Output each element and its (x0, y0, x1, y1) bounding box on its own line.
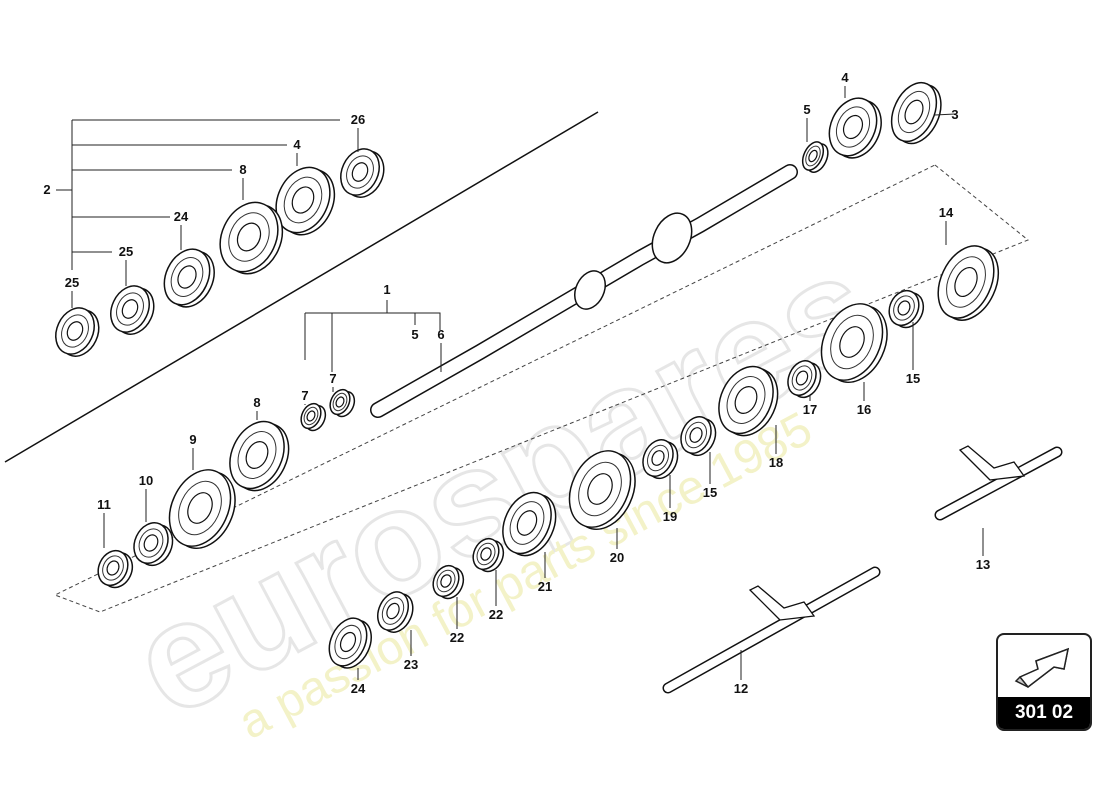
bearing-8[interactable] (220, 413, 299, 500)
callout-14[interactable]: 14 (939, 205, 954, 220)
callout-17[interactable]: 17 (803, 402, 817, 417)
callout-21[interactable]: 21 (538, 579, 552, 594)
callout-26[interactable]: 26 (351, 112, 365, 127)
callout-5[interactable]: 5 (411, 327, 418, 342)
callout-8[interactable]: 8 (253, 395, 260, 410)
seal-25[interactable] (49, 302, 106, 363)
shift-rod-13[interactable] (934, 445, 1063, 521)
bearing-26[interactable] (334, 143, 391, 204)
bushing-15[interactable] (884, 286, 929, 333)
kit-bracket (56, 119, 441, 372)
ring-22[interactable] (428, 561, 468, 602)
callout-23[interactable]: 23 (404, 657, 418, 672)
bearing-24[interactable] (322, 612, 378, 674)
callout-15[interactable]: 15 (906, 371, 920, 386)
bearing-24[interactable] (156, 242, 223, 314)
callout-15[interactable]: 15 (703, 485, 717, 500)
gear-21[interactable] (494, 485, 565, 564)
callout-12[interactable]: 12 (734, 681, 748, 696)
callout-10[interactable]: 10 (139, 473, 153, 488)
bushing-10[interactable] (128, 517, 179, 571)
gear-20[interactable] (558, 441, 647, 539)
callout-16[interactable]: 16 (857, 402, 871, 417)
bearing-4[interactable] (266, 159, 345, 244)
callout-13[interactable]: 13 (976, 557, 990, 572)
callout-11[interactable]: 11 (97, 497, 111, 512)
bushing-11[interactable] (93, 546, 138, 593)
ring-22[interactable] (468, 534, 508, 575)
washer-7[interactable] (297, 400, 329, 433)
shift-rod-12[interactable] (662, 566, 881, 694)
callout-2[interactable]: 2 (43, 182, 50, 197)
arrow-icon (1014, 647, 1070, 689)
bearing-18[interactable] (709, 358, 788, 445)
callout-4[interactable]: 4 (293, 137, 301, 152)
bushing-19[interactable] (637, 435, 683, 483)
main-shaft[interactable] (370, 164, 798, 418)
callout-7[interactable]: 7 (329, 371, 336, 386)
callout-1[interactable]: 1 (383, 282, 390, 297)
gear-9[interactable] (158, 460, 247, 558)
callout-18[interactable]: 18 (769, 455, 783, 470)
washer-7[interactable] (326, 386, 358, 419)
ring-3[interactable] (883, 75, 950, 150)
callout-22[interactable]: 22 (489, 607, 503, 622)
assembly-outline (53, 164, 1029, 613)
callout-8[interactable]: 8 (239, 162, 246, 177)
page-reference-number: 301 02 (998, 697, 1090, 729)
callout-3[interactable]: 3 (951, 107, 958, 122)
callout-20[interactable]: 20 (610, 550, 624, 565)
callout-9[interactable]: 9 (189, 432, 196, 447)
ring-5[interactable] (799, 139, 833, 176)
callout-25[interactable]: 25 (65, 275, 79, 290)
divider-line (4, 111, 599, 463)
callout-19[interactable]: 19 (663, 509, 677, 524)
bearing-8[interactable] (209, 193, 293, 283)
sleeve-23[interactable] (372, 587, 419, 637)
callout-6[interactable]: 6 (437, 327, 444, 342)
leader-line (934, 113, 956, 116)
callout-24[interactable]: 24 (174, 209, 189, 224)
bearing-4[interactable] (820, 91, 890, 166)
bushing-15[interactable] (675, 412, 721, 460)
gear-14[interactable] (927, 237, 1009, 329)
seal-25[interactable] (104, 280, 161, 341)
callout-25[interactable]: 25 (119, 244, 133, 259)
callout-4[interactable]: 4 (841, 70, 849, 85)
callout-5[interactable]: 5 (803, 102, 810, 117)
callout-22[interactable]: 22 (450, 630, 464, 645)
page-reference-badge[interactable]: 301 02 (996, 633, 1092, 731)
gear-16[interactable] (810, 294, 899, 392)
callout-24[interactable]: 24 (351, 681, 366, 696)
callout-7[interactable]: 7 (301, 388, 308, 403)
bushing-17[interactable] (783, 356, 826, 402)
